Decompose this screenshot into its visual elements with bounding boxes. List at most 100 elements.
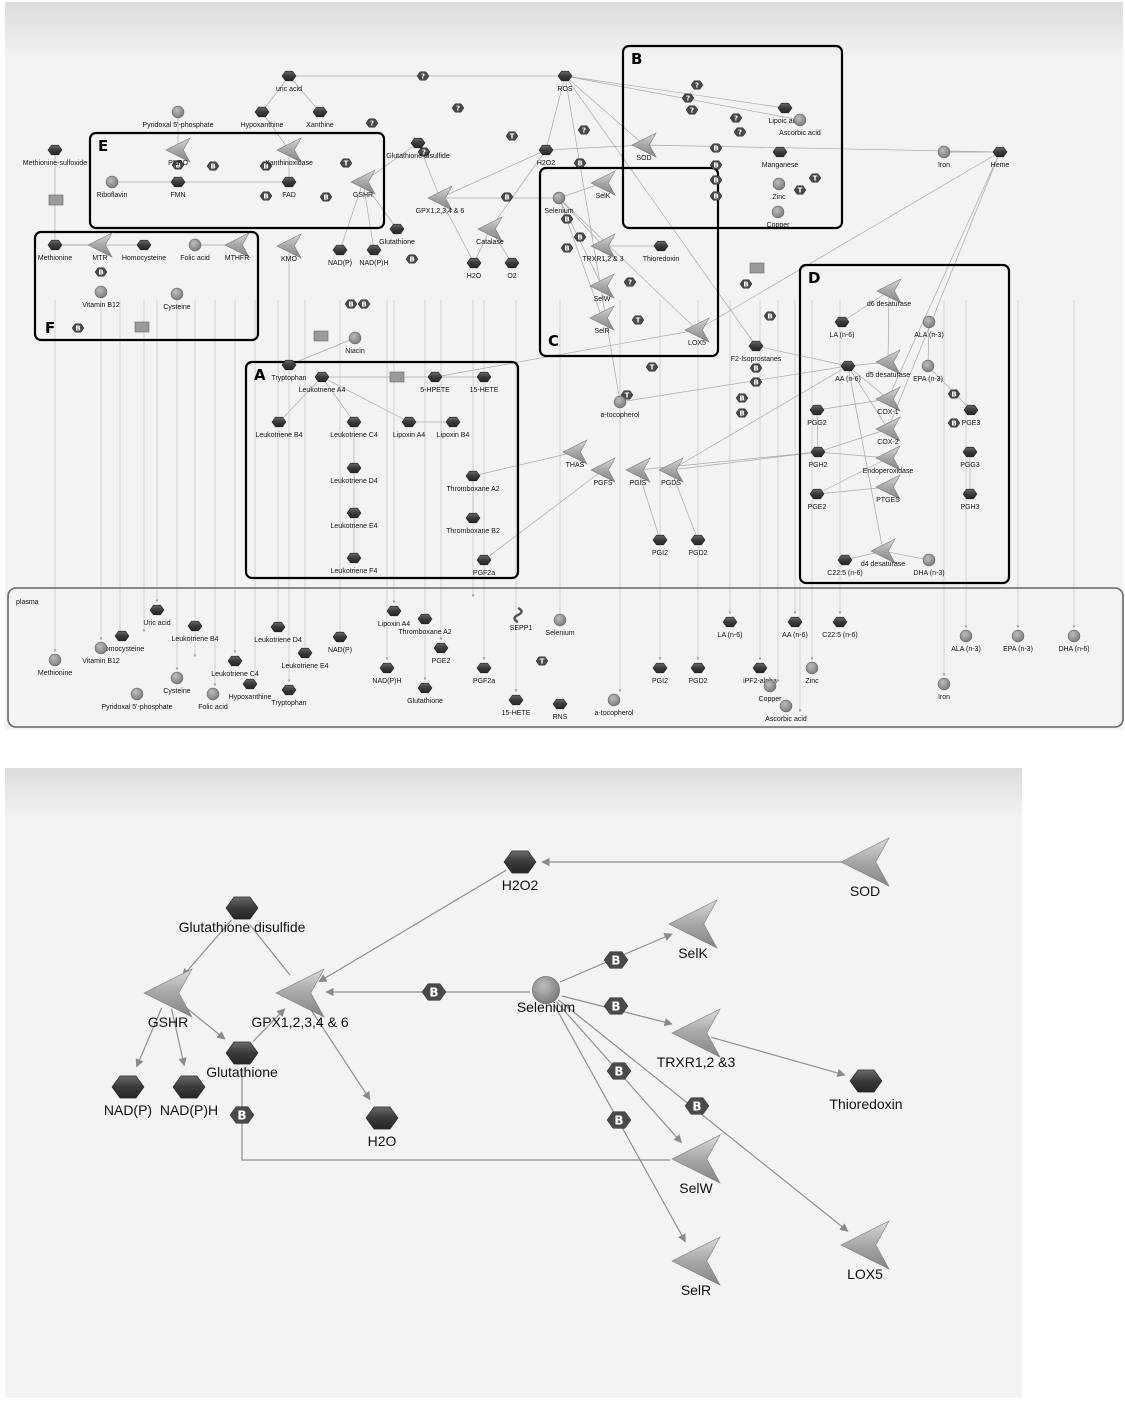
detail-gsh-icon — [225, 1041, 259, 1065]
plasma-pgd2-label: PGD2 — [688, 678, 707, 685]
plasma-node-pgi2: PGI2 — [652, 662, 668, 685]
pgf2a-label: PGF2a — [473, 570, 495, 577]
trxr-icon — [590, 233, 616, 259]
unknown-badge: ? — [623, 277, 637, 287]
txa2-icon — [465, 470, 481, 482]
lipoic-icon — [777, 102, 793, 114]
binding-badge: B — [171, 160, 185, 170]
edge-lta4-ltc4 — [321, 376, 355, 423]
selw-label: SelW — [594, 296, 611, 303]
binding-badge: B — [229, 1106, 255, 1124]
detail-gshr-icon — [143, 968, 193, 1018]
edge-aa-d4 — [847, 365, 885, 552]
unknown-badge: ? — [681, 93, 695, 103]
node-lta4: Leukotriene A4 — [299, 371, 345, 394]
binding-badge: B — [405, 254, 419, 264]
plasma-pgd2-icon — [690, 662, 706, 674]
edge-pgh2-pgds — [670, 451, 819, 472]
h2o2-label: H2O2 — [537, 160, 555, 167]
plasma-node-pgd2: PGD2 — [688, 662, 708, 685]
region-box-e: E — [88, 131, 386, 230]
edge-d6-d5 — [886, 290, 890, 363]
plasma-node-epa-n-3: EPA (n-3) — [1003, 629, 1033, 653]
gpx-label: GPX1,2,3,4 & 6 — [416, 208, 465, 215]
node-pgis: PGIS — [625, 457, 651, 487]
d6-icon — [876, 278, 902, 304]
nadp-icon — [332, 244, 348, 256]
plasma-uric-acid-label: Uric acid — [143, 620, 170, 627]
svg-text:B: B — [739, 395, 744, 403]
edge-uric-xanth — [288, 75, 321, 113]
detail-lox5-icon — [840, 1220, 890, 1270]
plasma-compartment — [7, 587, 1124, 728]
endo-label: Endoperoxidase — [863, 468, 914, 475]
detail-nadp-label: NAD(P) — [104, 1102, 152, 1118]
edge-h2o2-cat — [489, 149, 547, 230]
detail-gpx-icon — [275, 968, 325, 1018]
unknown-badge: ? — [729, 113, 743, 123]
nadp-label: NAD(P) — [328, 260, 352, 267]
binding-badge: B — [259, 191, 273, 201]
edge-lta4-lxa4 — [321, 376, 410, 423]
binding-badge: B — [684, 1097, 710, 1115]
plasma-node-hypoxanthine: Hypoxanthine — [229, 678, 272, 701]
node-pnpo: PNPO — [165, 137, 191, 167]
pgh3-icon — [962, 488, 978, 500]
node-epa: EPA (n-3) — [913, 359, 943, 383]
node-cox1: COX-1 — [875, 386, 901, 416]
unknown-badge: ? — [690, 80, 704, 90]
plasma-node-ipf2-alpha: iPF2-alpha — [743, 662, 777, 685]
pgi2-label: PGI2 — [652, 550, 668, 557]
binding-badge: B — [709, 175, 723, 185]
plasma-node-ala-n-3: ALA (n-3) — [951, 629, 981, 653]
svg-text:B: B — [210, 163, 215, 171]
edge-ala-epa — [926, 321, 930, 367]
mtr-label: MTR — [92, 255, 107, 262]
pgg3-label: PGG3 — [960, 462, 980, 469]
node-cox2: COX-2 — [875, 416, 901, 446]
node-asc: Ascorbic acid — [779, 113, 821, 137]
edge-cox1-pgg2 — [816, 398, 889, 412]
svg-text:B: B — [361, 301, 366, 309]
edge-endo-pge2 — [816, 457, 889, 495]
binding-badge: B — [421, 983, 447, 1001]
binding-badge: B — [560, 243, 574, 253]
node-hete: 15-HETE — [470, 371, 499, 394]
plasma-selenium-label: Selenium — [545, 630, 574, 637]
ptges-icon — [875, 474, 901, 500]
node-lte4: Leukotriene E4 — [330, 507, 378, 530]
pgis-label: PGIS — [630, 480, 647, 487]
node-cat: Catalase — [476, 216, 504, 246]
ltf4-label: Leukotriene F4 — [331, 568, 378, 575]
ala-icon — [922, 315, 936, 329]
svg-text:B: B — [614, 1113, 623, 1127]
binding-badge: B — [573, 158, 587, 168]
xanth-icon — [312, 106, 328, 118]
plasma-node-vitamin-b12: Vitamin B12 — [82, 641, 120, 665]
cox1-label: COX-1 — [877, 409, 899, 416]
edge-aa-cox1 — [847, 365, 889, 400]
edge-ros-lipoic — [564, 75, 786, 110]
plasma-aa-n-6-label: AA (n-6) — [782, 632, 808, 639]
edge-aa-atoc — [619, 365, 849, 404]
svg-text:?: ? — [738, 129, 742, 137]
detail-trxr-icon — [671, 1008, 721, 1058]
detail-h2o-label: H2O — [368, 1133, 397, 1149]
mn-icon — [772, 146, 788, 158]
edge-gshr-nadph — [170, 1008, 187, 1067]
pgh3-label: PGH3 — [960, 504, 979, 511]
binding-badge: B — [749, 363, 763, 373]
gshr-label: GSHR — [353, 192, 373, 199]
binding-badge: B — [71, 323, 85, 333]
edge-trp-niacin — [288, 337, 356, 366]
node-metsulf: Methionine-sulfoxide — [23, 144, 87, 167]
gssg-label: Glutathione disulfide — [386, 153, 450, 160]
node-ltc4: Leukotriene C4 — [330, 416, 378, 439]
transport-badge: T — [631, 315, 645, 325]
plasma-uric-acid-icon — [149, 604, 165, 616]
node-thas: THAS — [562, 439, 588, 469]
cox2-icon — [875, 416, 901, 442]
plasma-c22-5-n-6-icon — [832, 616, 848, 628]
svg-text:B: B — [753, 379, 758, 387]
binding-badge: B — [606, 1062, 632, 1080]
